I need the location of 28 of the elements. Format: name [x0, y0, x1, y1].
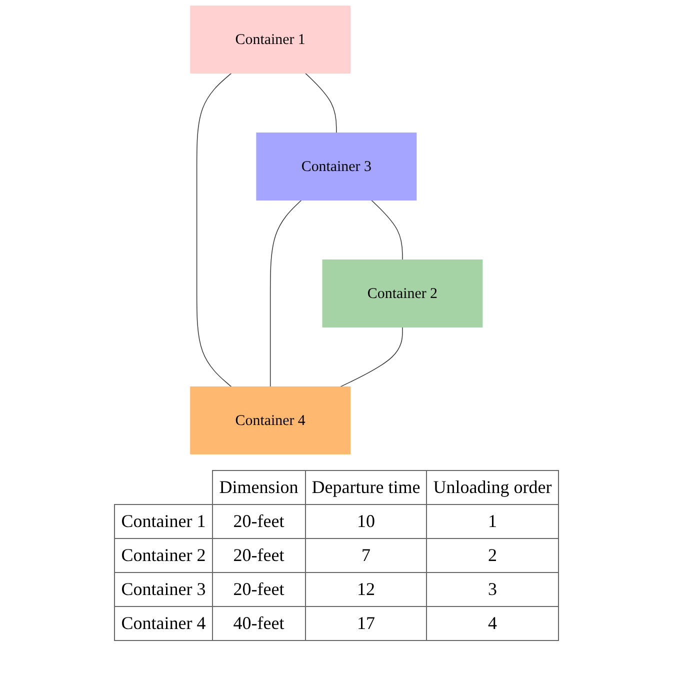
node-box: Container 3: [256, 132, 417, 200]
connector: [196, 72, 232, 388]
row-header: Container 2: [114, 538, 212, 572]
table-value: 7: [305, 538, 427, 572]
table-value: 4: [426, 606, 558, 640]
table-value: 40-feet: [212, 606, 306, 640]
table-value: 20-feet: [212, 538, 306, 572]
table-value: 3: [426, 572, 558, 606]
column-header: Unloading order: [426, 470, 558, 504]
table-value: 20-feet: [212, 572, 306, 606]
node-box: Container 4: [190, 386, 351, 454]
table-value: 2: [426, 538, 558, 572]
table-value: 1: [426, 504, 558, 538]
row-header: Container 3: [114, 572, 212, 606]
table-value: 12: [305, 572, 427, 606]
connector: [270, 200, 302, 388]
connector: [305, 72, 337, 134]
node-box: Container 1: [190, 6, 351, 74]
table-value: 17: [305, 606, 427, 640]
table-value: 20-feet: [212, 504, 306, 538]
column-header: Dimension: [212, 470, 306, 504]
connector: [371, 200, 403, 260]
node-box: Container 2: [322, 260, 483, 328]
column-header: Departure time: [305, 470, 427, 504]
connector: [340, 326, 403, 388]
row-header: Container 4: [114, 606, 212, 640]
row-header: Container 1: [114, 504, 212, 538]
table-value: 10: [305, 504, 427, 538]
